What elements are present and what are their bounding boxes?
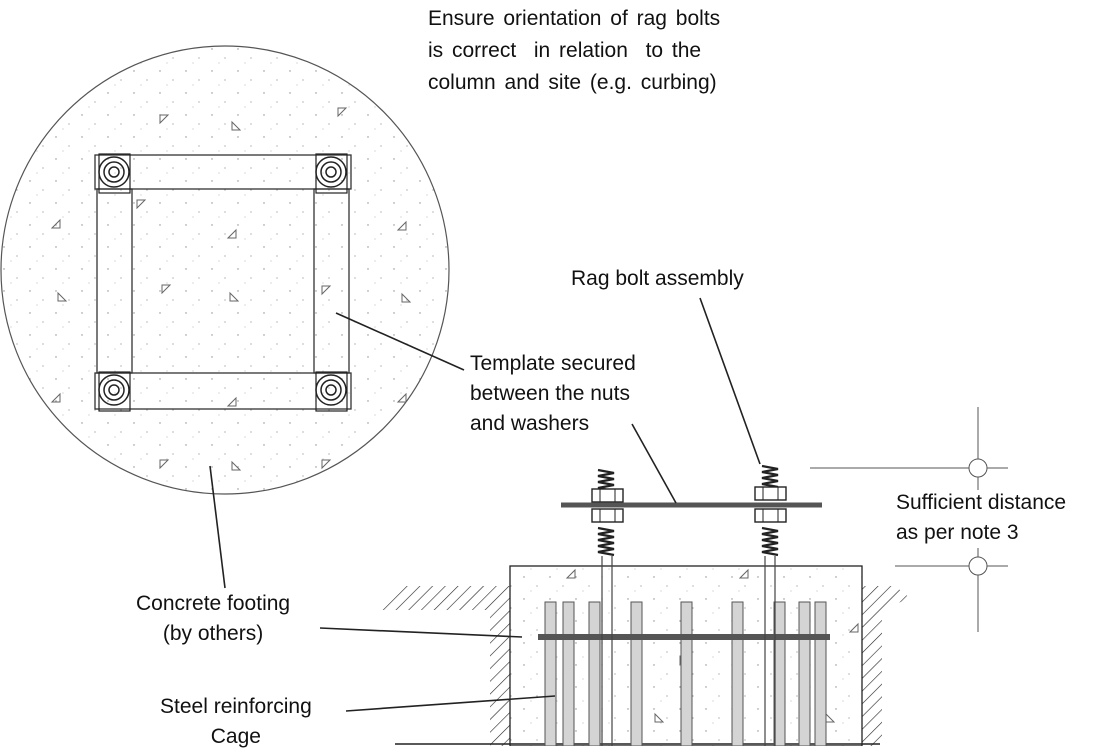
leader-concrete-plan [209, 465, 226, 589]
distance-markers [810, 407, 1008, 632]
template-label-line-2: between the nuts [470, 382, 630, 405]
bolt-plan-tr [315, 153, 348, 194]
leader-template-plan [335, 312, 465, 371]
leader-steel [345, 695, 556, 712]
ground-hatch-right [862, 586, 910, 746]
orientation-note-line-2: is correct in relation to the [428, 39, 702, 62]
leader-rag-bolt [699, 297, 761, 465]
concrete-footing-label: Concrete footing (by others) [136, 589, 290, 649]
leader-lines [209, 297, 761, 712]
template-frame [94, 154, 352, 410]
leader-template-section [631, 423, 677, 504]
rag-bolt-label: Rag bolt assembly [571, 267, 744, 290]
bolt-plan-bl [98, 371, 131, 412]
orientation-note-line-1: Ensure orientation of rag bolts [428, 7, 721, 30]
distance-label-line-2: as per note 3 [896, 521, 1019, 544]
ground-hatch-left [372, 586, 510, 746]
distance-label-line-1: Sufficient distance [896, 491, 1067, 514]
leader-concrete-section [319, 627, 523, 638]
rag-bolt-left [591, 468, 624, 746]
steel-reinforcing-label: Steel reinforcing Cage [160, 692, 312, 752]
concrete-footing-plan [0, 45, 450, 495]
bolt-plan-br [315, 371, 348, 412]
template-label-line-3: and washers [470, 412, 590, 435]
section-view [372, 407, 1008, 746]
steel-label-line-2: Cage [210, 725, 261, 748]
distance-label: Sufficient distance as per note 3 [896, 488, 1066, 548]
steel-label-line-1: Steel reinforcing [160, 695, 312, 718]
concrete-label-line-1: Concrete footing [136, 592, 291, 615]
concrete-label-line-2: (by others) [162, 622, 264, 645]
template-label-line-1: Template secured [470, 352, 636, 375]
plan-view [0, 45, 450, 495]
template-label: Template secured between the nuts and wa… [470, 349, 636, 439]
orientation-note-line-3: column and site (e.g. curbing) [428, 71, 717, 94]
rag-bolt-right [754, 464, 787, 746]
rebar-cage [544, 601, 827, 746]
aggregate-marks [50, 107, 412, 471]
bolt-plan-tl [98, 153, 131, 194]
orientation-note: Ensure orientation of rag bolts is corre… [428, 3, 720, 99]
